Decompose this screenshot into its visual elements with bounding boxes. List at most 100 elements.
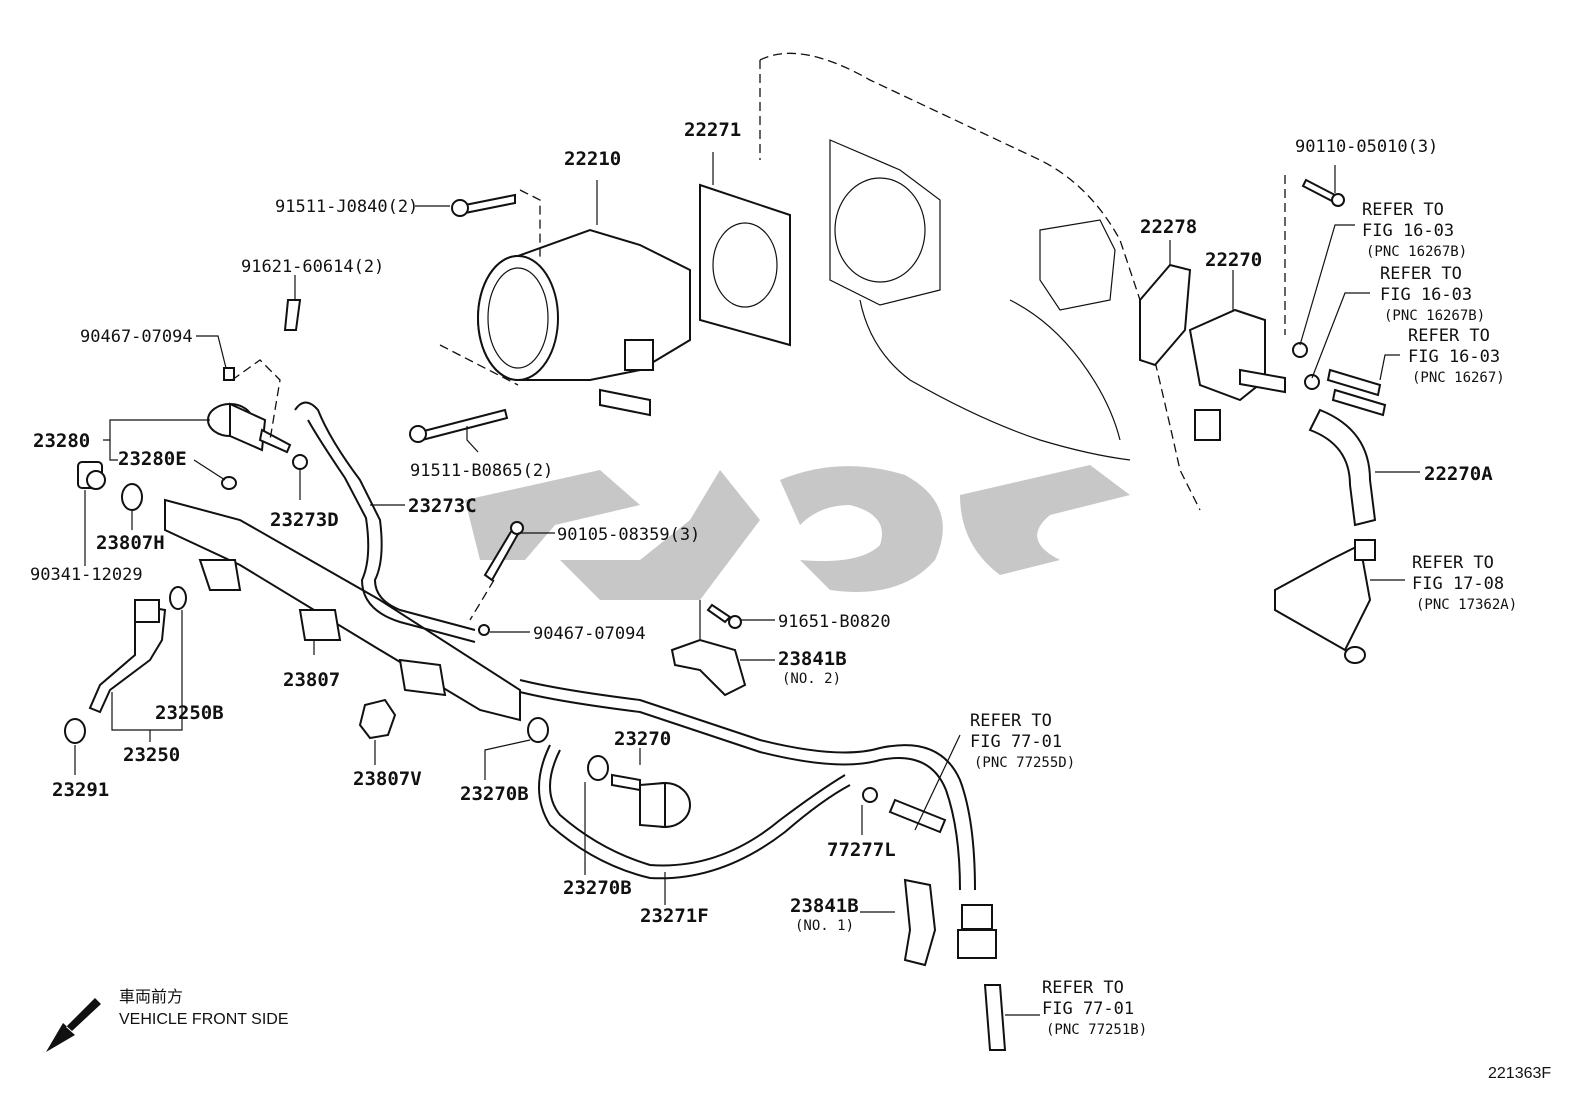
bolt-90105	[469, 521, 524, 621]
refer-1-line2: FIG 16-03	[1362, 221, 1454, 241]
bolt-91511-b0865	[409, 408, 509, 443]
label-90105: 90105-08359(3)	[557, 525, 700, 545]
refer-1-line1: REFER TO	[1362, 200, 1444, 220]
label-90110: 90110-05010(3)	[1295, 137, 1438, 157]
ring-23270b-b	[587, 755, 609, 781]
refer-5-line3: (PNC 77255D)	[974, 755, 1075, 771]
label-91651: 91651-B0820	[778, 612, 891, 632]
connector-end	[957, 904, 997, 959]
bolt-91651	[706, 603, 742, 629]
front-label-en: VEHICLE FRONT SIDE	[119, 1011, 289, 1028]
label-22271: 22271	[684, 119, 741, 141]
refer-label-1: REFER TO FIG 16-03 (PNC 16267B)	[1362, 200, 1467, 260]
front-direction-legend: 車両前方 VEHICLE FRONT SIDE	[46, 988, 289, 1052]
bracket-17362a	[1274, 539, 1376, 664]
refer-label-2: REFER TO FIG 16-03 (PNC 16267B)	[1380, 264, 1485, 324]
fuel-line-main	[519, 679, 976, 891]
refer-2-line3: (PNC 16267B)	[1384, 308, 1485, 324]
label-22270: 22270	[1205, 249, 1262, 271]
label-91511-j0840: 91511-J0840(2)	[275, 197, 418, 217]
throttle-body	[439, 189, 691, 417]
refer-3-line1: REFER TO	[1408, 326, 1490, 346]
refer-label-6: REFER TO FIG 77-01 (PNC 77251B)	[1042, 978, 1147, 1038]
label-23291: 23291	[52, 779, 109, 801]
ring-23291	[64, 718, 86, 744]
label-22210: 22210	[564, 148, 621, 170]
label-22278: 22278	[1140, 216, 1197, 238]
front-arrow-icon	[46, 998, 101, 1052]
pipe-ref-77251b	[983, 984, 1007, 1051]
refer-5-line2: FIG 77-01	[970, 732, 1062, 752]
label-23807h: 23807H	[96, 532, 165, 554]
ring-23270b-a	[527, 717, 549, 743]
label-77277l: 77277L	[827, 839, 896, 861]
damper-23807v	[358, 698, 397, 740]
refer-2-line2: FIG 16-03	[1380, 285, 1472, 305]
label-91511-b0865: 91511-B0865(2)	[410, 461, 553, 481]
fuel-line-23271f	[538, 744, 851, 880]
refer-6-line2: FIG 77-01	[1042, 999, 1134, 1019]
label-23271f: 23271F	[640, 905, 709, 927]
label-23807: 23807	[283, 669, 340, 691]
bolt-90110	[1284, 175, 1345, 335]
front-label-jp: 車両前方	[119, 988, 183, 1006]
refer-4-line2: FIG 17-08	[1412, 574, 1504, 594]
refer-3-line2: FIG 16-03	[1408, 347, 1500, 367]
refer-1-line3: (PNC 16267B)	[1366, 244, 1467, 260]
refer-5-line1: REFER TO	[970, 711, 1052, 731]
o-ring-23280e	[221, 476, 237, 490]
label-23270b-b: 23270B	[563, 877, 632, 899]
plug-90341	[77, 461, 106, 490]
injector-23250	[88, 599, 167, 714]
label-23273d: 23273D	[270, 509, 339, 531]
label-22270a: 22270A	[1424, 463, 1493, 485]
clip-90467-mid	[478, 624, 490, 636]
fuel-hose-23273c	[294, 401, 476, 643]
iac-valve-22270	[1188, 308, 1286, 441]
pressure-regulator-23280	[207, 359, 292, 454]
diagram-id: 221363F	[1488, 1065, 1551, 1082]
refer-label-3: REFER TO FIG 16-03 (PNC 16267)	[1408, 326, 1505, 386]
refer-2-line1: REFER TO	[1380, 264, 1462, 284]
bolt-91511-j0840	[451, 193, 516, 217]
label-23250: 23250	[123, 744, 180, 766]
label-23250b: 23250B	[155, 702, 224, 724]
o-ring-23807h	[121, 483, 143, 511]
gasket-22278	[1139, 263, 1192, 367]
label-23280e: 23280E	[118, 448, 187, 470]
label-23270b-a: 23270B	[460, 783, 529, 805]
refer-label-4: REFER TO FIG 17-08 (PNC 17362A)	[1412, 553, 1517, 613]
refer-4-line3: (PNC 17362A)	[1416, 597, 1517, 613]
refer-4-line1: REFER TO	[1412, 553, 1494, 573]
clamp-23841b-no1	[903, 878, 937, 967]
refer-6-line1: REFER TO	[1042, 978, 1124, 998]
clip-23273d	[292, 454, 308, 470]
label-23270: 23270	[614, 728, 671, 750]
pipe-ref-77255d	[888, 798, 947, 834]
label-23273c: 23273C	[408, 495, 477, 517]
leader-lines	[74, 152, 1420, 1016]
clamp-23841b-no2	[670, 638, 747, 697]
label-90341: 90341-12029	[30, 565, 143, 585]
label-23841b-no1-sub: (NO. 1)	[795, 918, 854, 934]
clip-77277l	[862, 787, 878, 803]
hose-22270a	[1292, 342, 1387, 527]
refer-3-line3: (PNC 16267)	[1412, 370, 1505, 386]
refer-label-5: REFER TO FIG 77-01 (PNC 77255D)	[970, 711, 1075, 771]
pulsation-damper-23270	[611, 773, 691, 829]
label-23280: 23280	[33, 430, 90, 452]
label-23841b-no1: 23841B	[790, 895, 859, 917]
label-91621: 91621-60614(2)	[241, 257, 384, 277]
refer-6-line3: (PNC 77251B)	[1046, 1022, 1147, 1038]
gasket-22271	[699, 183, 791, 347]
label-23807v: 23807V	[353, 768, 422, 790]
o-ring-23250b	[169, 586, 187, 610]
label-23841b-no2-sub: (NO. 2)	[782, 671, 841, 687]
bolt-91621	[283, 299, 302, 331]
label-90467-mid: 90467-07094	[533, 624, 646, 644]
label-23841b-no2: 23841B	[778, 648, 847, 670]
fuel-rail-23807	[164, 498, 521, 722]
intake-manifold	[759, 52, 1201, 511]
part-labels: 22210 22271 91511-J0840(2) 91621-60614(2…	[30, 119, 1493, 934]
